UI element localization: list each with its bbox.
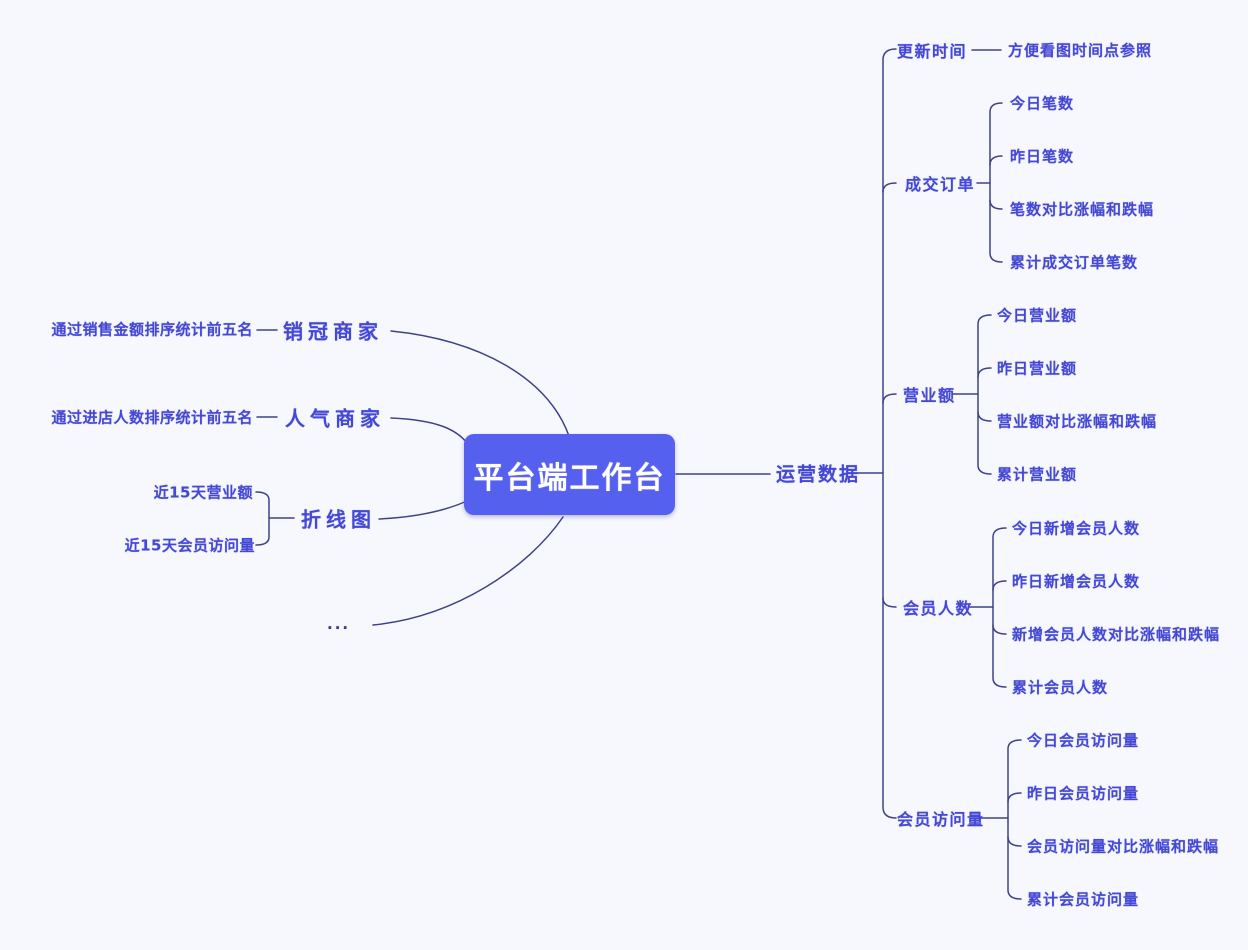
- node-completed-orders[interactable]: 成交订单: [905, 175, 976, 194]
- leaf-line-chart-visits-15d[interactable]: 近15天会员访问量: [124, 536, 255, 555]
- node-revenue[interactable]: 营业额: [903, 386, 956, 405]
- leaf-members-change[interactable]: 新增会员人数对比涨幅和跌幅: [1012, 625, 1221, 644]
- leaf-popular-merchants-desc[interactable]: 通过进店人数排序统计前五名: [51, 408, 253, 427]
- leaf-revenue-yesterday[interactable]: 昨日营业额: [997, 359, 1078, 378]
- node-operations-data[interactable]: 运营数据: [776, 463, 861, 486]
- leaf-members-new-yesterday[interactable]: 昨日新增会员人数: [1012, 572, 1141, 591]
- node-line-chart[interactable]: 折线图: [301, 507, 376, 532]
- leaf-line-chart-revenue-15d[interactable]: 近15天营业额: [153, 483, 253, 502]
- leaf-revenue-today[interactable]: 今日营业额: [997, 306, 1078, 325]
- node-update-time[interactable]: 更新时间: [897, 42, 968, 61]
- leaf-orders-total[interactable]: 累计成交订单笔数: [1010, 253, 1139, 272]
- leaf-visits-yesterday[interactable]: 昨日会员访问量: [1027, 784, 1140, 803]
- leaf-members-total[interactable]: 累计会员人数: [1012, 678, 1109, 697]
- node-member-count[interactable]: 会员人数: [903, 599, 974, 618]
- root-node[interactable]: 平台端工作台: [464, 434, 675, 515]
- node-popular-merchants[interactable]: 人气商家: [285, 406, 385, 431]
- leaf-visits-total[interactable]: 累计会员访问量: [1027, 890, 1140, 909]
- leaf-update-time-note[interactable]: 方便看图时间点参照: [1008, 41, 1153, 60]
- leaf-orders-yesterday[interactable]: 昨日笔数: [1010, 147, 1075, 166]
- leaf-visits-today[interactable]: 今日会员访问量: [1027, 731, 1140, 750]
- node-sales-champion[interactable]: 销冠商家: [283, 319, 383, 344]
- leaf-revenue-change[interactable]: 营业额对比涨幅和跌幅: [997, 412, 1158, 431]
- node-more[interactable]: ...: [327, 615, 351, 633]
- node-member-visits[interactable]: 会员访问量: [897, 810, 985, 829]
- leaf-visits-change[interactable]: 会员访问量对比涨幅和跌幅: [1027, 837, 1220, 856]
- leaf-orders-change[interactable]: 笔数对比涨幅和跌幅: [1010, 200, 1155, 219]
- leaf-revenue-total[interactable]: 累计营业额: [997, 465, 1078, 484]
- leaf-orders-today[interactable]: 今日笔数: [1010, 94, 1075, 113]
- leaf-sales-champion-desc[interactable]: 通过销售金额排序统计前五名: [51, 320, 253, 339]
- leaf-members-new-today[interactable]: 今日新增会员人数: [1012, 519, 1141, 538]
